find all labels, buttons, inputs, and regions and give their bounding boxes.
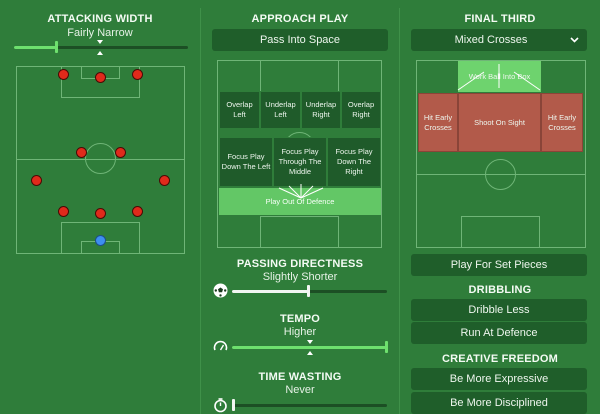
tempo-handle[interactable] xyxy=(385,341,388,353)
centre-circle xyxy=(85,143,116,174)
tempo-marker-top-icon xyxy=(307,340,313,344)
zone-shoot-on-sight[interactable]: Shoot On Sight xyxy=(458,93,541,152)
attacking-width-marker-bottom-icon xyxy=(97,51,103,55)
centre-circle xyxy=(485,159,516,190)
stopwatch-icon xyxy=(214,398,227,413)
zone-focus-middle[interactable]: Focus Play Through The Middle xyxy=(273,137,327,187)
time-wasting-handle[interactable] xyxy=(232,399,235,411)
attacking-width-track[interactable] xyxy=(14,46,188,49)
tempo-marker-bottom-icon xyxy=(307,351,313,355)
passing-directness-handle[interactable] xyxy=(307,285,310,297)
approach-play-panel: APPROACH PLAY Pass Into Space Overlap Le… xyxy=(201,0,399,414)
attacking-width-marker-top-icon xyxy=(97,40,103,44)
column-divider xyxy=(399,8,400,414)
player-marker[interactable] xyxy=(58,206,69,217)
bottom-penalty-box xyxy=(260,216,339,247)
zone-focus-left[interactable]: Focus Play Down The Left xyxy=(219,137,273,187)
final-third-select[interactable]: Mixed Crosses xyxy=(411,29,587,51)
final-third-select-label: Mixed Crosses xyxy=(454,34,528,46)
zone-hit-early-crosses-right[interactable]: Hit Early Crosses xyxy=(541,93,583,152)
time-wasting-value: Never xyxy=(285,384,315,396)
time-wasting-heading: TIME WASTING xyxy=(258,371,342,383)
passing-arrows-icon xyxy=(278,184,324,199)
be-more-expressive-button[interactable]: Be More Expressive xyxy=(411,368,587,390)
attacking-width-value: Fairly Narrow xyxy=(67,27,133,39)
formation-pitch xyxy=(16,66,185,254)
goalkeeper-marker[interactable] xyxy=(95,235,106,246)
tempo-value: Higher xyxy=(283,326,317,338)
player-marker[interactable] xyxy=(132,206,143,217)
play-for-set-pieces-button[interactable]: Play For Set Pieces xyxy=(411,254,587,276)
attacking-width-heading: ATTACKING WIDTH xyxy=(47,13,153,25)
final-third-panel: FINAL THIRD Mixed Crosses Hit Early Cros… xyxy=(400,0,600,414)
approach-play-select[interactable]: Pass Into Space xyxy=(212,29,388,51)
creative-freedom-heading: CREATIVE FREEDOM xyxy=(441,353,559,365)
passing-directness-heading: PASSING DIRECTNESS xyxy=(236,258,364,270)
zone-underlap-right[interactable]: Underlap Right xyxy=(301,91,341,129)
tempo-fill xyxy=(232,346,386,349)
zone-overlap-left[interactable]: Overlap Left xyxy=(219,91,260,129)
zone-underlap-left[interactable]: Underlap Left xyxy=(260,91,301,129)
bottom-penalty-box xyxy=(461,216,540,247)
zone-focus-right[interactable]: Focus Play Down The Right xyxy=(327,137,381,187)
dribbling-heading: DRIBBLING xyxy=(468,284,532,296)
passing-directness-fill xyxy=(232,290,308,293)
player-marker[interactable] xyxy=(95,72,106,83)
football-icon xyxy=(213,283,228,298)
speedometer-icon xyxy=(213,340,228,351)
player-marker[interactable] xyxy=(132,69,143,80)
passing-directness-value: Slightly Shorter xyxy=(262,271,338,283)
zone-overlap-right[interactable]: Overlap Right xyxy=(341,91,381,129)
final-third-heading: FINAL THIRD xyxy=(464,13,536,25)
column-divider xyxy=(200,8,201,414)
chevron-down-icon xyxy=(570,37,579,43)
player-marker[interactable] xyxy=(58,69,69,80)
approach-play-heading: APPROACH PLAY xyxy=(251,13,349,25)
player-marker[interactable] xyxy=(31,175,42,186)
player-marker[interactable] xyxy=(159,175,170,186)
attacking-width-fill xyxy=(14,46,56,49)
time-wasting-track[interactable] xyxy=(232,404,387,407)
attacking-width-handle[interactable] xyxy=(55,41,58,53)
tempo-heading: TEMPO xyxy=(279,313,321,325)
player-marker[interactable] xyxy=(76,147,87,158)
zone-play-out-of-defence[interactable]: Play Out Of Defence xyxy=(219,188,381,215)
attacking-width-panel: ATTACKING WIDTH Fairly Narrow xyxy=(0,0,200,414)
crossing-arrows-icon xyxy=(457,64,541,91)
top-penalty-box xyxy=(61,67,140,98)
dribble-less-button[interactable]: Dribble Less xyxy=(411,299,587,321)
zone-hit-early-crosses-left[interactable]: Hit Early Crosses xyxy=(418,93,458,152)
be-more-disciplined-button[interactable]: Be More Disciplined xyxy=(411,392,587,414)
top-penalty-box xyxy=(260,61,339,92)
bottom-penalty-box xyxy=(61,222,140,253)
run-at-defence-button[interactable]: Run At Defence xyxy=(411,322,587,344)
player-marker[interactable] xyxy=(115,147,126,158)
player-marker[interactable] xyxy=(95,208,106,219)
